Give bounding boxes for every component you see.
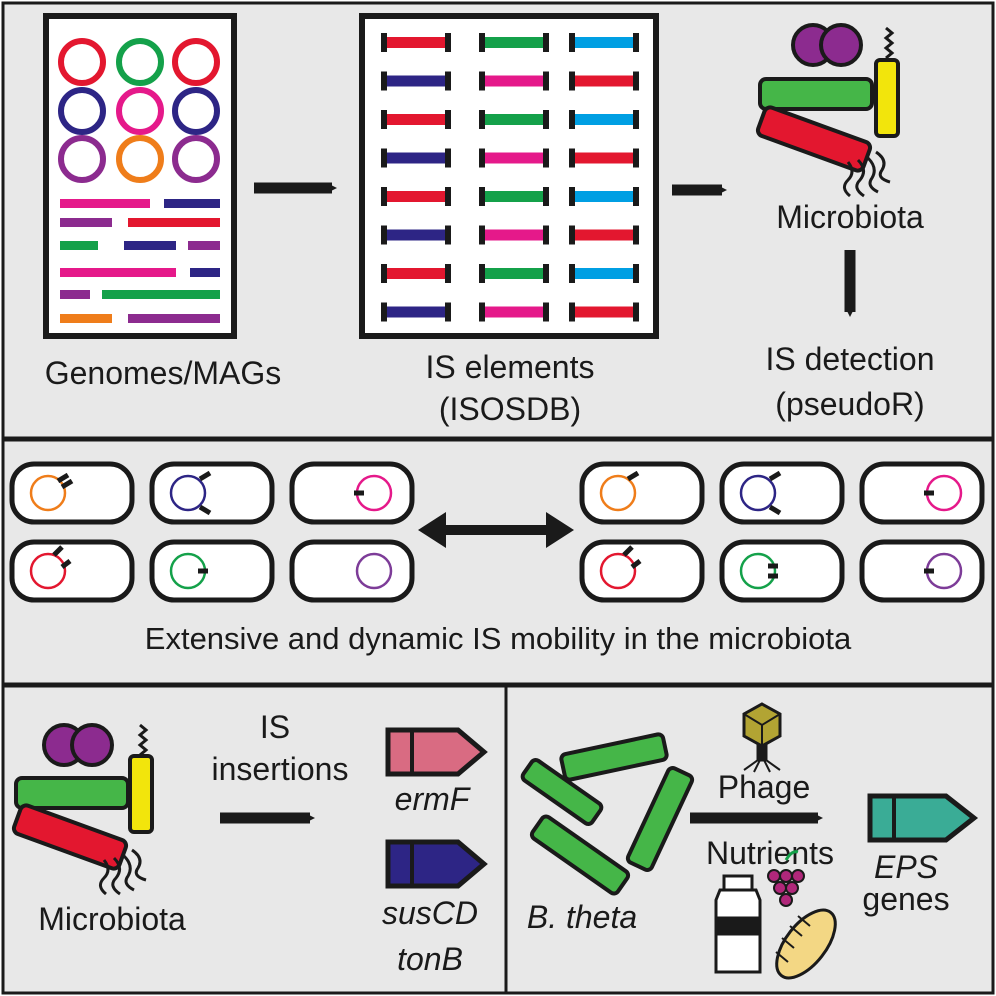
is-insertion-mark bbox=[630, 559, 642, 569]
is-element bbox=[479, 302, 549, 322]
is-insertion-mark bbox=[60, 559, 72, 569]
is-element bbox=[479, 225, 549, 245]
microbiota-illustration-top bbox=[755, 23, 900, 198]
is-insertion-mark bbox=[52, 545, 64, 557]
plasmid-ring bbox=[29, 552, 67, 590]
bacterial-cell bbox=[719, 461, 845, 525]
genome-circle bbox=[172, 135, 220, 183]
bacterial-cell bbox=[9, 539, 135, 603]
bacterial-cell bbox=[149, 461, 275, 525]
phage-icon bbox=[742, 702, 782, 773]
bacterial-cell bbox=[859, 461, 985, 525]
bacterial-cell bbox=[579, 539, 705, 603]
phage-label: Phage bbox=[718, 769, 811, 805]
mobility-caption: Extensive and dynamic IS mobility in the… bbox=[145, 621, 852, 656]
contig-bars bbox=[60, 199, 220, 323]
is-element bbox=[381, 264, 451, 283]
is-element bbox=[479, 148, 549, 168]
plasmid-ring bbox=[169, 474, 207, 512]
plasmid-ring bbox=[599, 552, 637, 590]
eps-gene-arrow bbox=[867, 793, 979, 843]
eps-label: EPS bbox=[874, 849, 938, 885]
is-element bbox=[381, 33, 451, 52]
bacterial-cell bbox=[859, 539, 985, 603]
genome-circle bbox=[58, 135, 106, 183]
microbiota-label-bottom: Microbiota bbox=[38, 901, 186, 937]
grapes-icon bbox=[767, 850, 805, 907]
plasmid-ring bbox=[29, 474, 67, 512]
bacterial-cell bbox=[579, 461, 705, 525]
b-theta-cells bbox=[520, 732, 695, 896]
is-element bbox=[479, 110, 549, 129]
genes-label: genes bbox=[862, 881, 949, 917]
ermf-label: ermF bbox=[395, 781, 472, 817]
plasmid-ring bbox=[739, 552, 777, 590]
is-element bbox=[381, 148, 451, 168]
bread-icon bbox=[775, 908, 837, 980]
microbiota-illustration-bottom bbox=[11, 723, 154, 896]
suscd-label: susCD bbox=[382, 895, 478, 931]
is-element bbox=[381, 71, 451, 91]
ermf-gene-arrow bbox=[385, 727, 488, 777]
is-element bbox=[569, 225, 639, 245]
genome-circle bbox=[172, 87, 220, 135]
is-detection-label: IS detection bbox=[766, 341, 935, 377]
is-elements-box bbox=[359, 13, 659, 339]
is-element-grid bbox=[381, 33, 639, 322]
insertions-label: insertions bbox=[212, 751, 349, 787]
is-element bbox=[479, 71, 549, 91]
is-element bbox=[479, 264, 549, 283]
bacterial-cell bbox=[289, 539, 415, 603]
bacterial-cell bbox=[719, 539, 845, 603]
isosdb-label: (ISOSDB) bbox=[439, 391, 581, 427]
is-element bbox=[381, 110, 451, 129]
bacterial-cells bbox=[9, 461, 985, 603]
genomes-label: Genomes/MAGs bbox=[45, 355, 282, 391]
bacterial-cell bbox=[289, 461, 415, 525]
plasmid-ring bbox=[599, 474, 637, 512]
bacterial-cell bbox=[149, 539, 275, 603]
microbiota-label-top: Microbiota bbox=[776, 199, 924, 235]
is-element bbox=[569, 302, 639, 322]
suscd-gene-arrow bbox=[385, 839, 488, 889]
genomes-box bbox=[43, 13, 237, 339]
genome-circle bbox=[58, 38, 106, 86]
is-element bbox=[569, 187, 639, 206]
genome-circle bbox=[116, 135, 164, 183]
nutrients-label: Nutrients bbox=[706, 835, 834, 871]
genome-circle bbox=[116, 87, 164, 135]
genome-circle bbox=[58, 87, 106, 135]
is-insertion-mark bbox=[768, 470, 782, 482]
is-insertion-mark bbox=[198, 470, 212, 482]
is-insertion-mark bbox=[56, 472, 70, 484]
milk-bottle-icon bbox=[714, 874, 762, 974]
is-element bbox=[569, 110, 639, 129]
is-insertion-mark bbox=[60, 478, 74, 490]
b-theta-label: B. theta bbox=[527, 899, 637, 935]
double-arrow bbox=[418, 512, 574, 548]
tonb-label: tonB bbox=[397, 941, 463, 977]
pseudor-label: (pseudoR) bbox=[775, 386, 924, 422]
is-insertion-mark bbox=[622, 545, 634, 557]
is-elements-label: IS elements bbox=[426, 349, 595, 385]
plasmid-ring bbox=[355, 552, 393, 590]
is-element bbox=[569, 33, 639, 52]
is-element bbox=[569, 148, 639, 168]
is-insertion-mark bbox=[198, 504, 212, 516]
is-element bbox=[569, 264, 639, 283]
is-element bbox=[479, 187, 549, 206]
is-insertion-mark bbox=[626, 470, 640, 482]
is-label: IS bbox=[260, 709, 290, 745]
bacterial-cell bbox=[9, 461, 135, 525]
is-element bbox=[381, 302, 451, 322]
genome-circle bbox=[172, 38, 220, 86]
plasmid-ring bbox=[739, 474, 777, 512]
is-insertion-mark bbox=[768, 504, 782, 516]
is-element bbox=[381, 225, 451, 245]
is-element bbox=[569, 71, 639, 91]
genome-circle bbox=[116, 38, 164, 86]
is-element bbox=[381, 187, 451, 206]
is-element bbox=[479, 33, 549, 52]
